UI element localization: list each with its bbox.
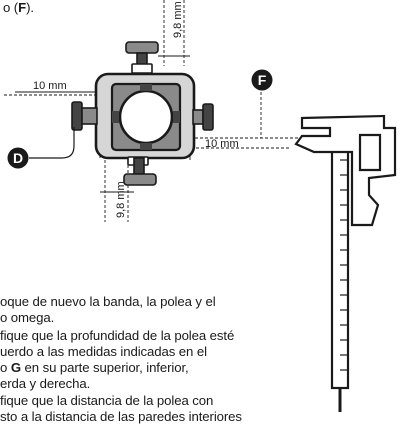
dim-label-bottom: 9,8 mm <box>115 181 127 218</box>
pulley-hub <box>118 89 174 145</box>
dim-label-right: 10 mm <box>205 138 239 150</box>
body-line-3: fique que la profundidad de la polea est… <box>0 328 235 343</box>
callout-d: D <box>7 127 75 169</box>
pulley-assembly <box>71 41 214 186</box>
body-line-2: o omega. <box>0 310 55 325</box>
callout-d-label: D <box>13 150 23 166</box>
body-line-8: sto a la distancia de las paredes interi… <box>0 409 242 424</box>
bolt-top <box>125 41 159 75</box>
body-line-1: oque de nuevo la banda, la polea y el <box>0 294 216 309</box>
header-bold-f: F <box>18 0 27 15</box>
header-fragment: o (F). <box>3 0 34 15</box>
callout-f-label: F <box>258 72 267 88</box>
callout-f: F <box>251 69 273 91</box>
bolt-bottom <box>123 156 157 186</box>
body-line-6: erda y derecha. <box>0 376 91 391</box>
body-line-5: o G en su parte superior, inferior, <box>0 360 189 375</box>
bolt-left <box>71 101 98 131</box>
bolt-right <box>192 103 214 131</box>
caliper-tool <box>294 114 397 412</box>
caliper-beam <box>330 128 350 390</box>
body-line-7: fique que la distancia de la polea con <box>0 393 214 408</box>
dim-label-left: 10 mm <box>33 80 67 92</box>
body-bold-g: G <box>10 360 21 375</box>
dim-label-top: 9,8 mm <box>172 1 184 38</box>
body-line-4: uerdo a las medidas indicadas en el <box>0 344 207 359</box>
pulley-measurement-diagram: 10 mm 10 mm 9,8 mm 9,8 mm D F <box>4 0 397 412</box>
